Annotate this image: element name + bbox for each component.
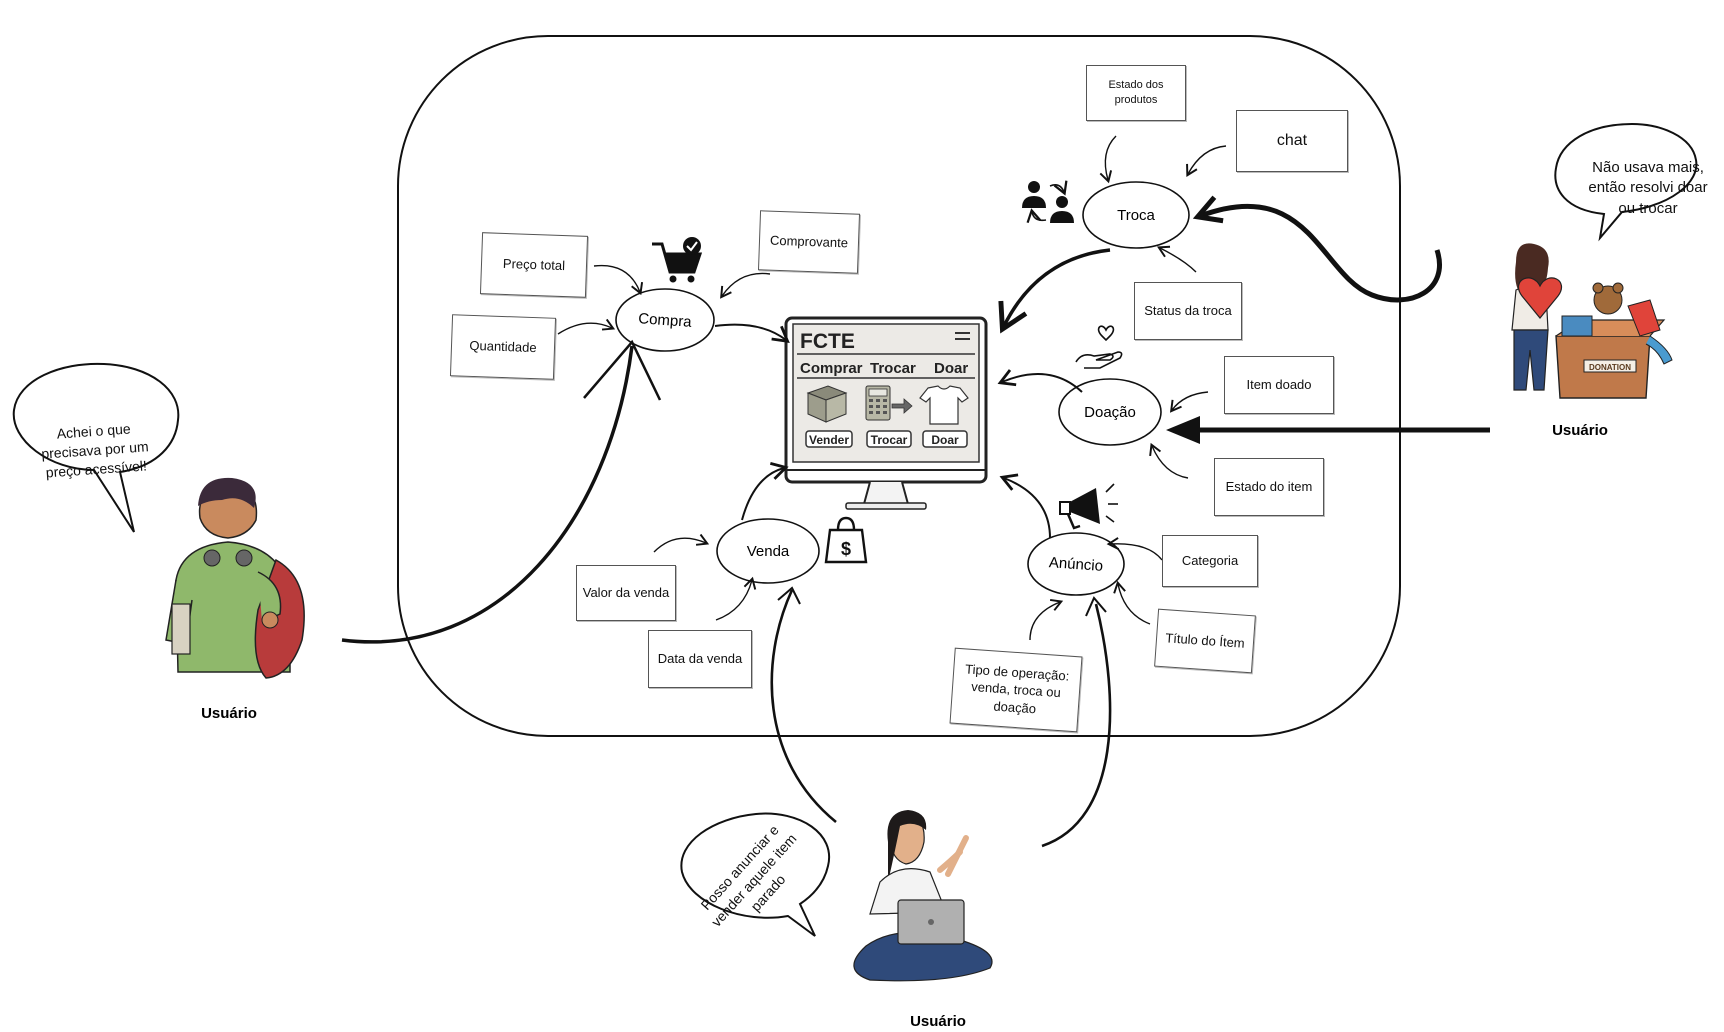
- svg-text:$: $: [841, 539, 851, 559]
- box-estado-item: Estado do item: [1214, 458, 1324, 516]
- user-bottom-label: Usuário: [910, 1013, 966, 1030]
- screen-brand: FCTE: [800, 330, 855, 353]
- speech-bubble-bottom: [680, 812, 831, 937]
- node-troca: [1082, 181, 1190, 249]
- arrow-compra-monitor: [714, 323, 790, 343]
- box-valor-venda: Valor da venda: [576, 565, 676, 621]
- donation-box-label: DONATION: [1589, 363, 1631, 372]
- arrow-categoria: [1106, 537, 1163, 561]
- people-swap-icon: [1022, 180, 1074, 224]
- screen-button-doar[interactable]: Doar: [931, 433, 959, 447]
- user-right-label: Usuário: [1552, 422, 1608, 439]
- arrow-comprovante-compra: [720, 272, 771, 299]
- box-chat: chat: [1236, 110, 1348, 172]
- speech-bubble-right: [1554, 122, 1698, 242]
- box-categoria: Categoria: [1162, 535, 1258, 587]
- speech-bubble-left: [12, 362, 180, 533]
- arrow-item-doado: [1169, 391, 1209, 413]
- box-preco-total: Preço total: [479, 232, 589, 298]
- node-venda: [716, 518, 820, 584]
- arrow-user-bottom-anuncio: [1041, 603, 1112, 848]
- screen-button-vender[interactable]: Vender: [809, 433, 849, 447]
- student-illustration: [165, 477, 305, 679]
- arrow-estado-item: [1149, 442, 1189, 479]
- arrow-anuncio-monitor: [999, 473, 1051, 539]
- arrow-troca-monitor: [998, 248, 1111, 334]
- seller-illustration: [853, 810, 993, 982]
- hand-heart-icon: [1075, 325, 1123, 369]
- speech-left-text: Achei o que precisava por um preço acess…: [40, 420, 150, 481]
- box-data-venda: Data da venda: [648, 630, 752, 688]
- arrow-user-right-troca: [1200, 206, 1442, 303]
- speech-right-text: Não usava mais, então resolvi doar ou tr…: [1588, 159, 1708, 217]
- cart-check-icon: [652, 237, 703, 283]
- node-doacao-label: Doação: [1084, 404, 1136, 421]
- screen-menu-comprar[interactable]: Comprar: [800, 360, 863, 377]
- arrow-doacao-monitor: [997, 369, 1083, 393]
- arrow-user-bottom-venda: [770, 589, 837, 824]
- screen-menu-doar[interactable]: Doar: [934, 360, 968, 377]
- arrow-venda-monitor: [741, 462, 789, 521]
- node-anuncio-label: Anúncio: [1048, 554, 1103, 575]
- arrow-data-venda: [715, 576, 757, 621]
- node-anuncio: [1027, 532, 1125, 596]
- screen-button-trocar[interactable]: Trocar: [871, 433, 908, 447]
- arrow-chat-troca: [1186, 145, 1227, 177]
- fcte-monitor: [784, 316, 988, 510]
- node-troca-label: Troca: [1117, 207, 1155, 224]
- node-venda-label: Venda: [747, 543, 790, 560]
- screen-menu-trocar[interactable]: Trocar: [870, 360, 916, 377]
- node-doacao: [1058, 378, 1162, 446]
- megaphone-icon: [1059, 483, 1118, 530]
- arrow-status-troca: [1156, 245, 1197, 273]
- arrow-estado-troca: [1099, 135, 1117, 184]
- arrow-quantidade-compra: [557, 318, 616, 335]
- box-titulo-item: Título do Ítem: [1154, 608, 1256, 674]
- arrow-user-right-doacao: [1166, 416, 1200, 444]
- node-compra-label: Compra: [638, 310, 693, 331]
- user-left-label: Usuário: [201, 705, 257, 722]
- box-estado-produtos: Estado dos produtos: [1086, 65, 1186, 121]
- node-compra: [615, 288, 715, 352]
- system-boundary: [397, 35, 1401, 737]
- box-comprovante: Comprovante: [757, 210, 861, 274]
- arrow-user-left-compra: [341, 345, 634, 644]
- box-quantidade: Quantidade: [449, 314, 557, 380]
- arrow-valor-venda: [653, 533, 710, 553]
- box-item-doado: Item doado: [1224, 356, 1334, 414]
- arrow-titulo: [1113, 580, 1151, 625]
- box-tipo-operacao: Tipo de operação: venda, troca ou doação: [949, 647, 1083, 733]
- shopping-bag-icon: $: [824, 516, 868, 564]
- arrow-tipo-operacao: [1029, 598, 1064, 641]
- arrow-preco-compra: [593, 264, 644, 296]
- box-status-troca: Status da troca: [1134, 282, 1242, 340]
- donor-illustration: [1511, 243, 1673, 399]
